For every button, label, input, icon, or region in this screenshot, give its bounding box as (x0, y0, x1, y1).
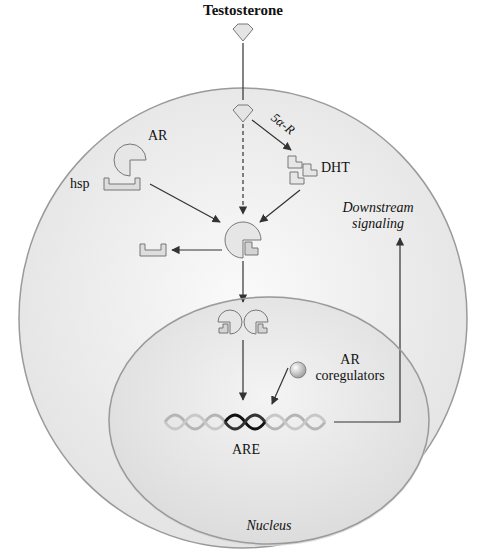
arrow (242, 261, 243, 302)
dna-response-element (225, 415, 265, 429)
dht-piece (290, 172, 304, 184)
hormone-name: Testosterone (203, 2, 283, 19)
dashed-arrow (242, 124, 243, 214)
receptor-label: AR (148, 128, 167, 144)
arrow (150, 184, 220, 222)
nucleus-region: Nucleus AR coregulatorsARE (108, 296, 430, 546)
bound-dht (258, 324, 267, 333)
hsp-tray (104, 178, 140, 190)
nucleus-fill (108, 296, 430, 546)
dna-response-element (225, 415, 265, 429)
coregulator-label: AR coregulators (308, 352, 392, 384)
arrow (242, 340, 243, 400)
ligand-label: DHT (321, 154, 350, 182)
region-label: Nucleus (108, 518, 430, 534)
released-hsp (140, 244, 166, 256)
element-label: ARE (160, 442, 332, 458)
testosterone-gem (233, 105, 253, 122)
dht-piece (288, 156, 302, 168)
bound-dht (219, 324, 228, 333)
downstream-arrow (334, 238, 400, 422)
arrow (172, 249, 222, 250)
coregulator-node: AR coregulators (288, 352, 392, 384)
cell-membrane (19, 88, 467, 548)
ar-receptor (114, 144, 146, 176)
hormone-node: Testosterone (203, 2, 283, 43)
dht-piece (303, 164, 317, 176)
ligand-node: DHT (285, 150, 354, 186)
hormone-gem (231, 23, 255, 43)
bound-dht (245, 242, 258, 255)
ar-dht-complex (225, 222, 261, 258)
dna-strand (165, 415, 325, 429)
receptor-complex: AR hsp (70, 128, 180, 200)
nucleus-outline (108, 296, 430, 546)
arrow (260, 190, 300, 222)
chaperone-label: hsp (70, 176, 89, 192)
ar-dimer (218, 310, 242, 334)
response-element: ARE (160, 404, 332, 458)
ar-dimer (244, 310, 268, 334)
coregulator-sphere (290, 362, 306, 378)
process-note: Downstream signaling (338, 200, 418, 232)
dna-strand (165, 415, 325, 429)
enzyme-label: 5α-R (268, 110, 298, 138)
pathway-arrow (272, 368, 288, 404)
